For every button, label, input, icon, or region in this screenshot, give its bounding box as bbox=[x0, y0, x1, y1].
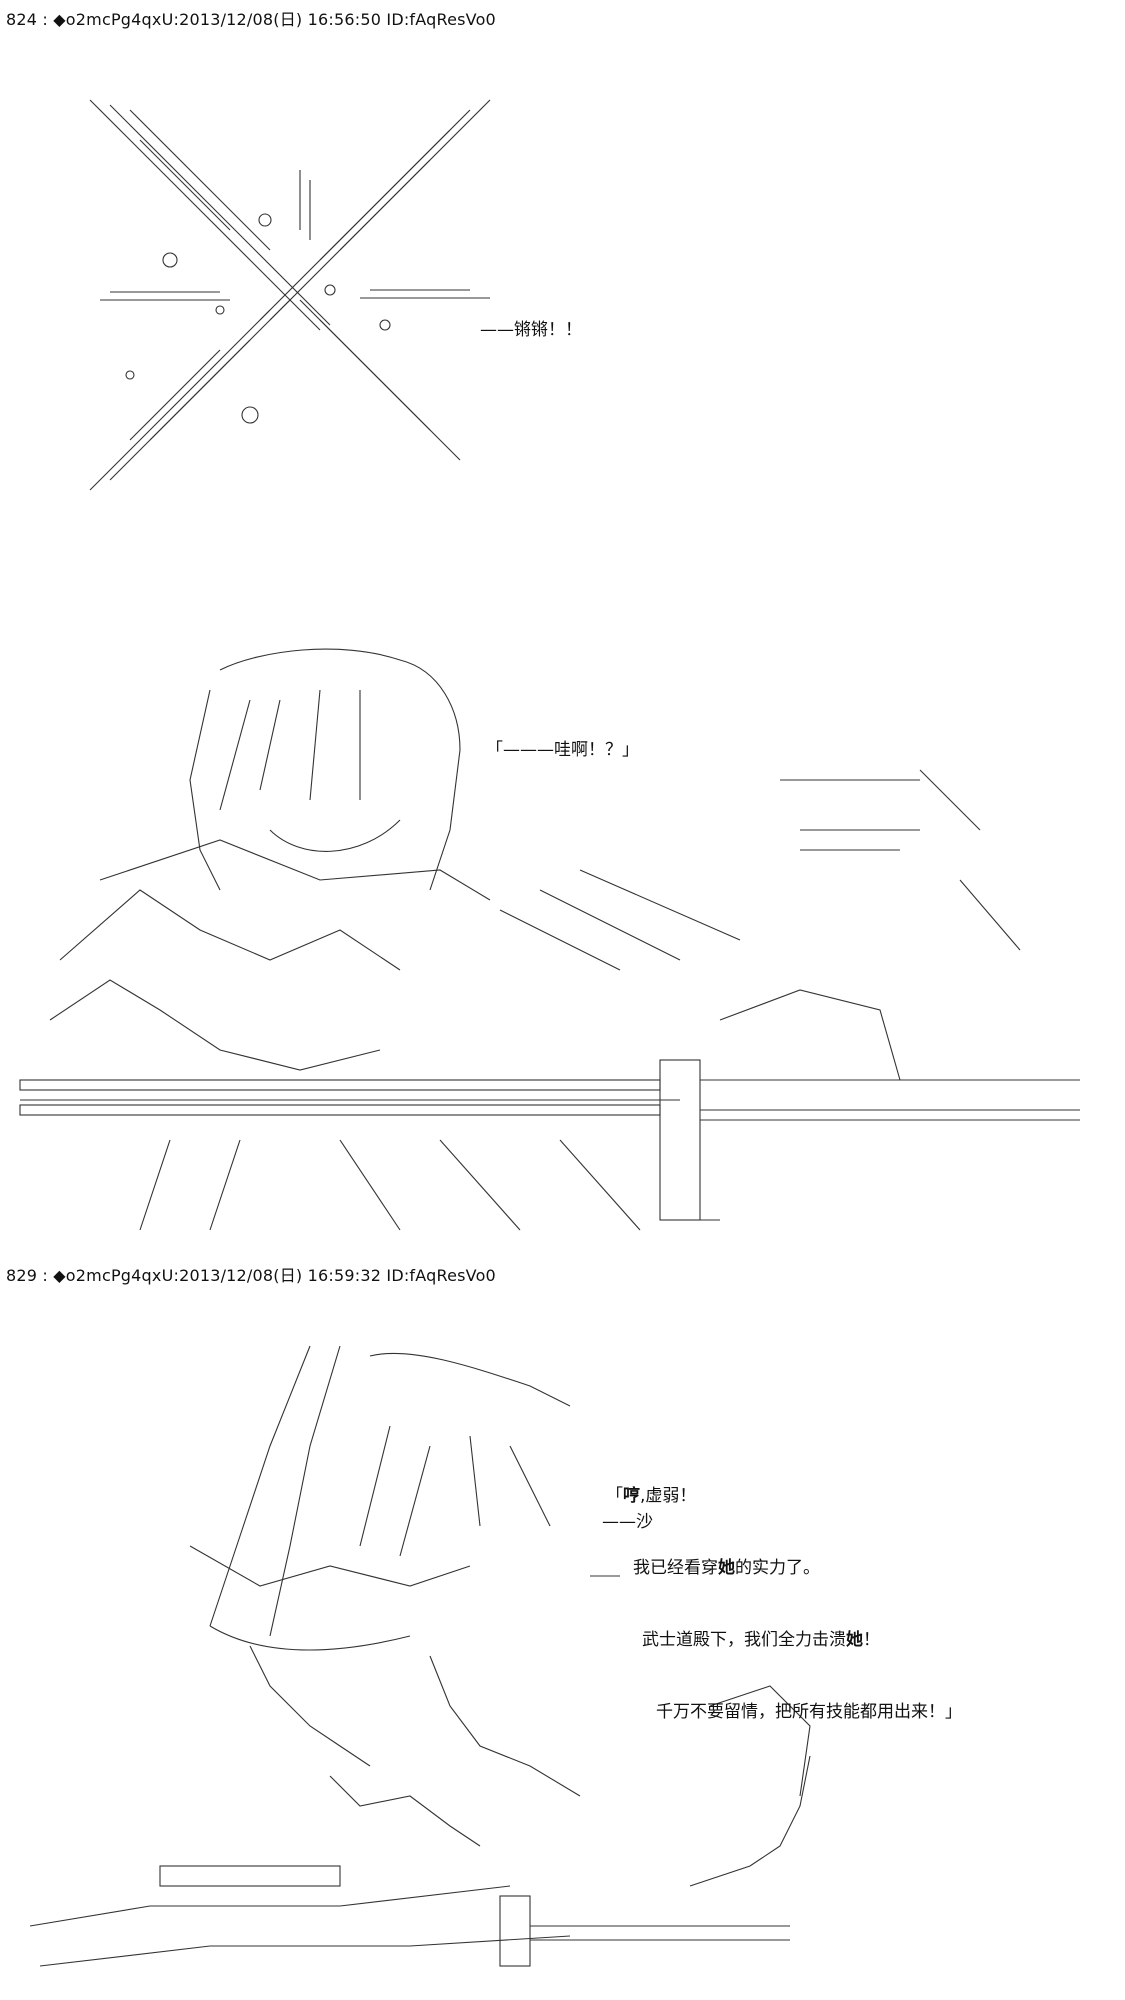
character-blade-art bbox=[19, 648, 1080, 1231]
post-header: 829 : ◆o2mcPg4qxU:2013/12/08(日) 16:59:32… bbox=[6, 1266, 496, 1285]
post-body: ——沙 「哼,虚弱！ 我已经看穿她的实力了。 武士道殿下，我们全力击溃她！ 千万… bbox=[0, 1286, 1125, 2000]
post-body: ——锵锵！！ 「———哇啊！？」 bbox=[0, 30, 1125, 1260]
clash-spark-art bbox=[89, 99, 491, 491]
rustle-sound-text: ——沙 bbox=[602, 1512, 653, 1532]
sound-effect-text: ——锵锵！！ bbox=[480, 320, 582, 340]
post-header: 824 : ◆o2mcPg4qxU:2013/12/08(日) 16:56:50… bbox=[6, 10, 496, 29]
speech-line-1: 「哼,虚弱！ bbox=[606, 1486, 697, 1506]
speech-block: 「哼,虚弱！ 我已经看穿她的实力了。 武士道殿下，我们全力击溃她！ 千万不要留情… bbox=[606, 1436, 962, 1772]
speech-line-3: 武士道殿下，我们全力击溃她！ bbox=[642, 1630, 880, 1650]
character-spear-art bbox=[29, 1345, 811, 1967]
speech-line-2: 我已经看穿她的实力了。 bbox=[633, 1558, 820, 1578]
speech-line-4: 千万不要留情，把所有技能都用出来！」 bbox=[656, 1702, 962, 1722]
surprise-dialogue: 「———哇啊！？」 bbox=[486, 740, 639, 760]
